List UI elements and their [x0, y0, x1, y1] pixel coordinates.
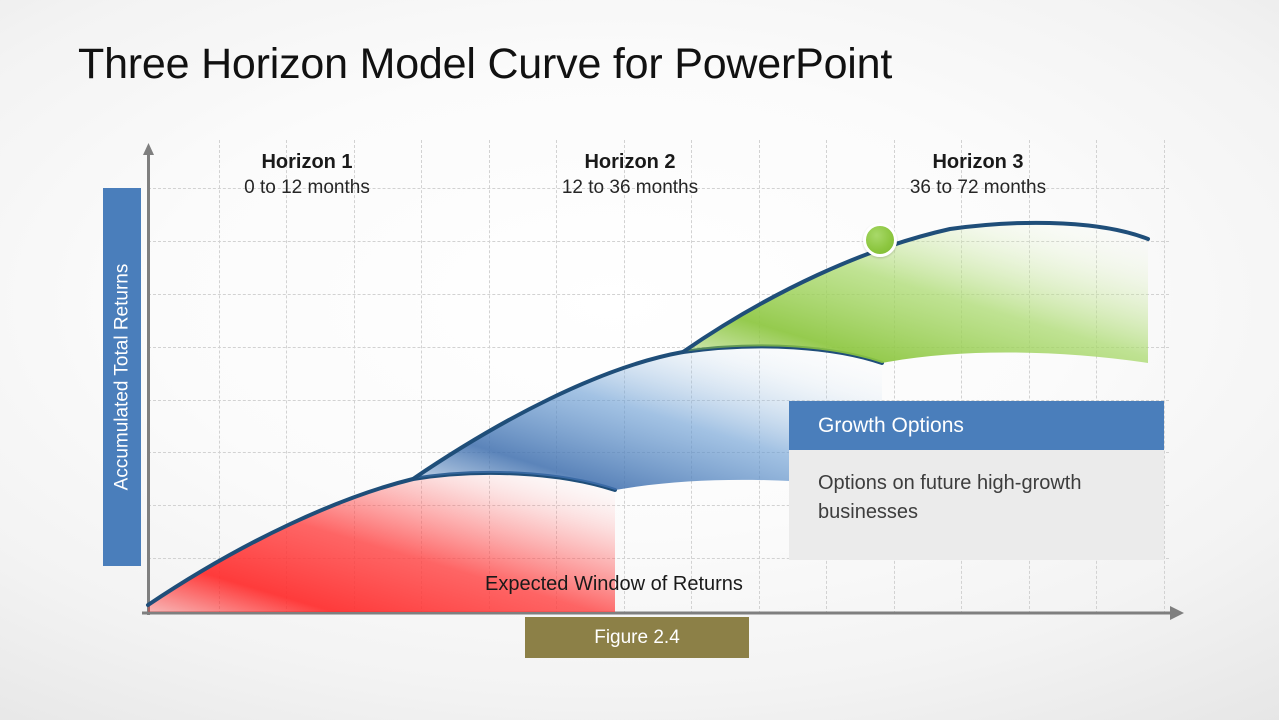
gridline-vertical [961, 140, 962, 614]
gridline-horizontal [148, 505, 1169, 506]
right-arrow-icon [142, 606, 1184, 620]
horizon-label-2: Horizon 2 12 to 36 months [500, 150, 760, 201]
page-title: Three Horizon Model Curve for PowerPoint [78, 40, 893, 88]
x-axis-caption: Expected Window of Returns [485, 573, 743, 595]
gridline-vertical [759, 140, 760, 614]
horizon-subtitle: 12 to 36 months [561, 177, 699, 198]
horizon-title: Horizon 2 [584, 151, 676, 173]
gridline-vertical [556, 140, 557, 614]
gridline-vertical [1096, 140, 1097, 614]
gridline-vertical [219, 140, 220, 614]
horizon-title: Horizon 3 [932, 151, 1024, 173]
callout-header: Growth Options [789, 401, 1164, 450]
gridline-vertical [286, 140, 287, 614]
horizon-label-1: Horizon 1 0 to 12 months [177, 150, 437, 201]
gridline-horizontal [148, 347, 1169, 348]
growth-point-marker-icon[interactable] [863, 223, 897, 257]
figure-tag-text: Figure 2.4 [594, 626, 680, 648]
gridline-vertical [1029, 140, 1030, 614]
horizon-title: Horizon 1 [261, 151, 353, 173]
gridline-horizontal [148, 558, 1169, 559]
callout-header-text: Growth Options [818, 413, 964, 437]
gridline-horizontal [148, 241, 1169, 242]
gridline-vertical [421, 140, 422, 614]
y-axis-label-text: Accumulated Total Returns [111, 263, 132, 491]
horizon-subtitle: 36 to 72 months [909, 177, 1047, 198]
gridline-horizontal [148, 188, 1169, 189]
gridline-vertical [624, 140, 625, 614]
horizon-label-3: Horizon 3 36 to 72 months [848, 150, 1108, 201]
up-arrow-icon [143, 143, 154, 615]
gridline-horizontal [148, 294, 1169, 295]
callout-body: Options on future high-growth businesses [789, 450, 1164, 560]
gridline-vertical [354, 140, 355, 614]
callout-body-text: Options on future high-growth businesses [818, 472, 1082, 523]
horizon-subtitle: 0 to 12 months [244, 177, 370, 198]
figure-tag: Figure 2.4 [525, 617, 749, 658]
gridline-vertical [691, 140, 692, 614]
gridline-vertical [894, 140, 895, 614]
gridline-vertical [1164, 140, 1165, 614]
gridline-vertical [489, 140, 490, 614]
growth-options-callout: Growth Options Options on future high-gr… [789, 401, 1164, 560]
y-axis-label: Accumulated Total Returns [103, 188, 141, 566]
